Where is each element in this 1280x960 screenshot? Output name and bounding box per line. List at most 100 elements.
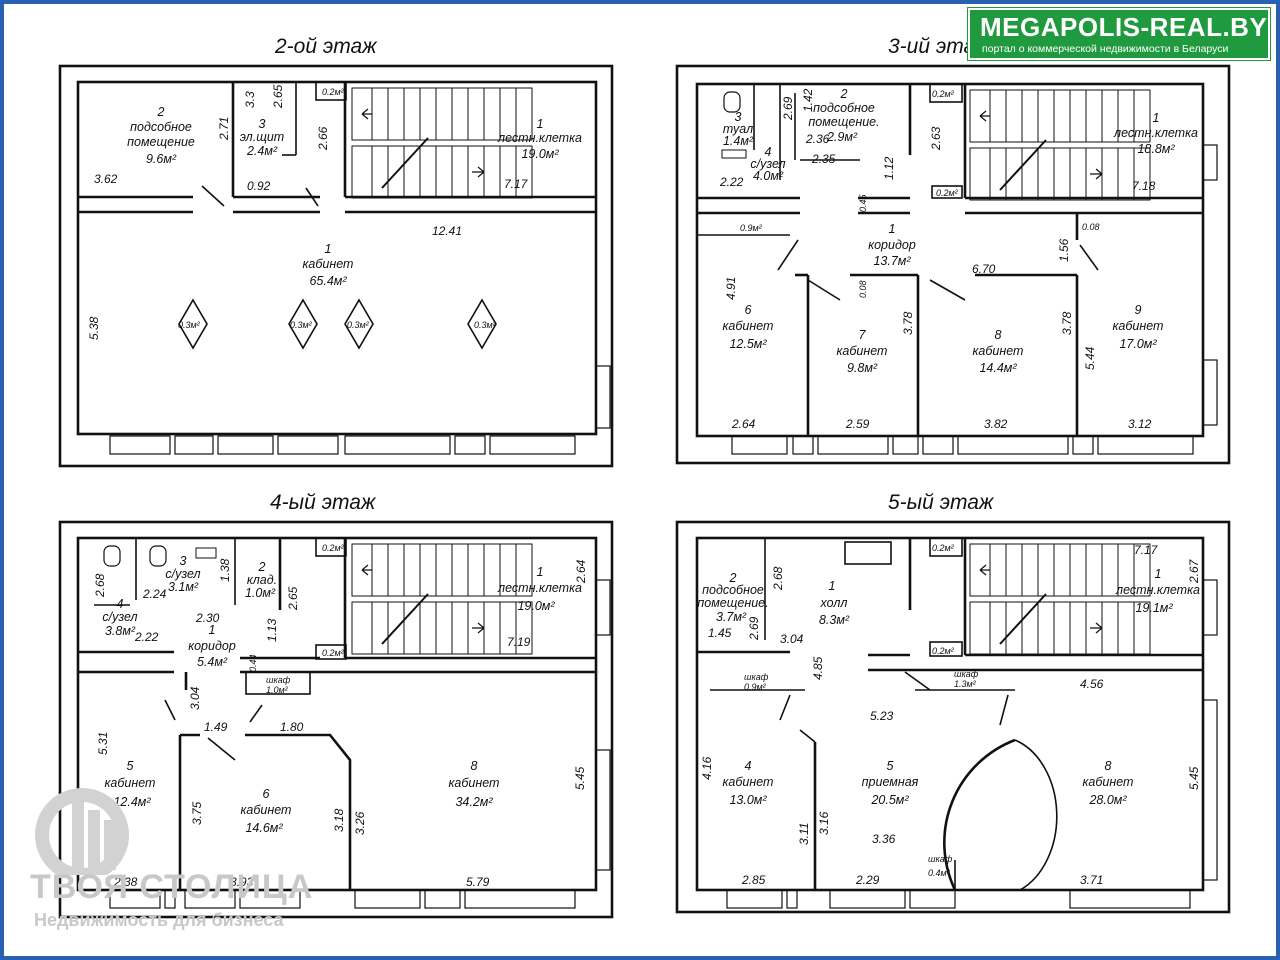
plan-label: 4	[117, 597, 124, 611]
plan-label: коридор	[188, 639, 236, 653]
plan-label: 2.29	[855, 873, 880, 887]
plan-label: подсобное	[702, 583, 764, 597]
plan-label: шкаф	[954, 669, 979, 679]
plan-label: 2.64	[574, 559, 588, 584]
plan-label: 0.9м²	[740, 223, 763, 233]
brand-name: MEGAPOLIS-REAL.BY	[980, 12, 1268, 42]
floor-title: 3-ий этаж	[888, 35, 991, 58]
plan-label: холл	[820, 596, 848, 610]
plan-label: шкаф	[744, 672, 769, 682]
plan-label: 12.41	[432, 224, 462, 238]
plan-label: 0.92	[247, 179, 271, 193]
plan-label: туал	[723, 122, 753, 136]
plan-label: 4	[765, 145, 772, 159]
plan-label: 4.85	[811, 656, 825, 680]
plan-label: 2.71	[217, 117, 231, 141]
plan-label: 3.8м²	[105, 624, 136, 638]
plan-label: 0.2м²	[932, 543, 955, 553]
plan-label: 3.62	[94, 172, 118, 186]
plan-label: 2.68	[93, 573, 107, 598]
room-number: 1	[537, 117, 544, 131]
plan-label: 5.38	[87, 316, 101, 340]
plan-label: 2.67	[1187, 558, 1201, 584]
plan-label: 2.35	[811, 152, 836, 166]
plan-label: шкаф	[266, 675, 291, 685]
plan-label: клад.	[247, 573, 277, 587]
plan-label: 0.3м²	[474, 320, 497, 330]
plan-label: лестн.клетка	[1115, 583, 1200, 597]
plan-label: 1.4м²	[723, 134, 754, 148]
room-name: кабинет	[303, 257, 354, 271]
plan-label: 2.64	[731, 417, 756, 431]
plan-label: 3.11	[797, 823, 811, 845]
plan-label: 1	[209, 623, 216, 637]
plan-label: 2.65	[286, 586, 300, 611]
plan-label: 3.26	[353, 811, 367, 835]
plan-label: 2.59	[845, 417, 870, 431]
plan-label: 0.3м²	[290, 320, 313, 330]
plan-label: 3.1м²	[168, 580, 199, 594]
plan-label: 2	[258, 560, 266, 574]
plan-label: 14.4м²	[979, 361, 1017, 375]
plan-label: 1.13	[265, 618, 279, 642]
plan-label: 0.4м²	[928, 868, 951, 878]
room-name: помещение	[127, 135, 195, 149]
floor-title: 2-ой этаж	[274, 35, 378, 58]
plan-label: 5.44	[1083, 346, 1097, 370]
floor-title: 5-ый этаж	[888, 491, 995, 514]
plan-label: 1.38	[218, 558, 232, 582]
plan-label: 9	[1135, 303, 1142, 317]
plan-label: 18.8м²	[1137, 142, 1175, 156]
plan-label: 2.63	[929, 126, 943, 151]
plan-label: 1.42	[801, 88, 815, 112]
plan-label: 5.31	[96, 732, 110, 755]
plan-label: 5.23	[870, 709, 894, 723]
plan-label: 1.56	[1057, 238, 1071, 262]
plan-label: 2.9м²	[826, 130, 858, 144]
plan-label: 8	[1105, 759, 1112, 773]
plan-label: 12.4м²	[113, 795, 151, 809]
plan-label: 3.3	[243, 91, 257, 108]
plan-label: 4.91	[724, 277, 738, 300]
plan-label: 4.0м²	[753, 169, 784, 183]
building-logo-icon	[35, 788, 129, 875]
plan-label: 0.2м²	[936, 188, 959, 198]
plan-label: 4	[745, 759, 752, 773]
plan-label: приемная	[862, 775, 919, 789]
plan-label: 14.6м²	[245, 821, 283, 835]
plan-label: 5.79	[466, 875, 490, 889]
plan-label: 0.08	[1082, 222, 1100, 232]
plan-label: 4.16	[700, 756, 714, 780]
plan-label: 5.45	[573, 766, 587, 790]
plan-label: 4.56	[1080, 677, 1104, 691]
plan-label: 20.5м²	[870, 793, 909, 807]
plan-label: 3.78	[901, 311, 915, 335]
plan-label: 6	[745, 303, 752, 317]
plan-label: 13.7м²	[873, 254, 911, 268]
plan-label: 13.0м²	[729, 793, 767, 807]
room-area: 65.4м²	[309, 274, 347, 288]
plan-label: кабинет	[837, 344, 888, 358]
plan-label: 1	[889, 222, 896, 236]
plan-label: 28.0м²	[1088, 793, 1127, 807]
plan-label: 3	[735, 110, 742, 124]
plan-label: 12.5м²	[729, 337, 767, 351]
plan-label: 2.85	[741, 873, 766, 887]
plan-label: 0.2м²	[932, 646, 955, 656]
plan-label: кабинет	[723, 775, 774, 789]
plan-label: 0.2м²	[322, 543, 345, 553]
plan-label: шкаф	[928, 854, 953, 864]
room-name: подсобное	[130, 120, 192, 134]
plan-label: 3.16	[817, 811, 831, 835]
brand-banner[interactable]: MEGAPOLIS-REAL.BY портал о коммерческой …	[968, 8, 1270, 60]
plan-label: 2.22	[719, 175, 744, 189]
plan-label: 0.3м²	[347, 320, 370, 330]
plan-label: лестн.клетка	[497, 581, 582, 595]
plan-label: 0.44	[248, 654, 258, 672]
plan-label: 2.68	[771, 566, 785, 591]
plan-label: кабинет	[723, 319, 774, 333]
plan-label: 2.38	[113, 875, 138, 889]
plan-label: 0.2м²	[932, 89, 955, 99]
